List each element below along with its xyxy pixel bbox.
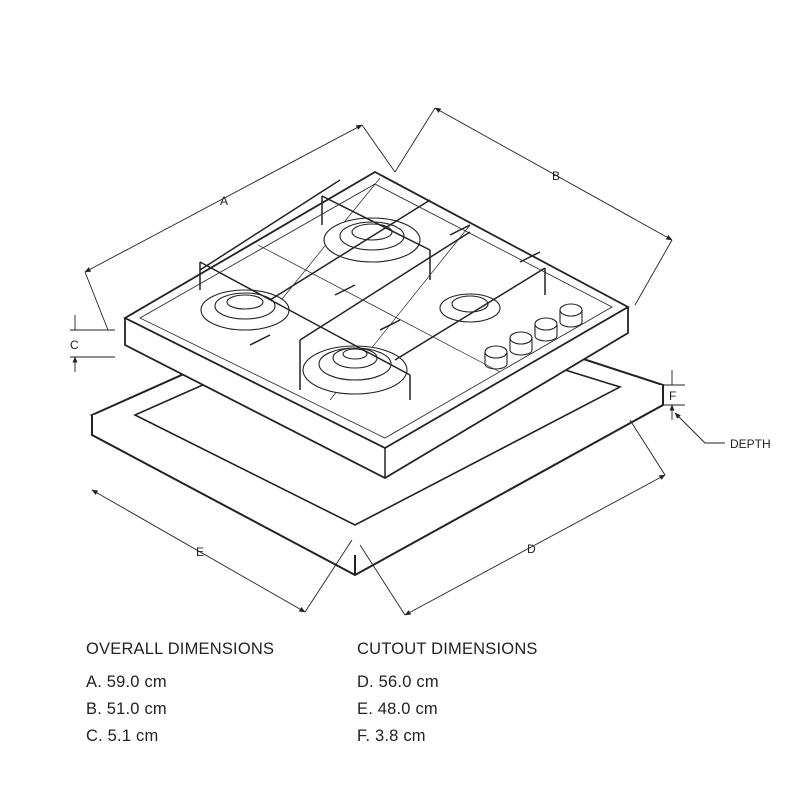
label-d: D <box>527 542 536 556</box>
dim-e <box>91 489 306 613</box>
burner-front-wok <box>302 345 408 395</box>
cutout-e: E. 48.0 cm <box>357 700 438 718</box>
knob-3 <box>534 317 558 342</box>
label-depth: DEPTH <box>730 437 771 451</box>
knob-2 <box>509 331 533 356</box>
cutout-f: F. 3.8 cm <box>357 727 426 745</box>
knob-1 <box>484 345 508 370</box>
burner-rear-left <box>323 217 421 263</box>
overall-a: A. 59.0 cm <box>86 673 167 691</box>
dim-d <box>404 474 666 616</box>
label-b: B <box>552 169 560 183</box>
label-a: A <box>220 194 228 208</box>
cutout-title: CUTOUT DIMENSIONS <box>357 640 538 658</box>
dimension-lines <box>70 107 725 616</box>
label-e: E <box>196 545 204 559</box>
label-f: F <box>669 389 676 403</box>
dimension-labels: A B C E D F DEPTH <box>70 169 771 559</box>
overall-c: C. 5.1 cm <box>86 727 159 745</box>
overall-b: B. 51.0 cm <box>86 700 167 718</box>
knob-4 <box>559 303 583 328</box>
cutout-d: D. 56.0 cm <box>357 673 439 691</box>
control-knobs <box>484 303 583 370</box>
label-c: C <box>70 338 79 352</box>
burner-front-left <box>200 289 290 331</box>
overall-title: OVERALL DIMENSIONS <box>86 640 275 658</box>
dim-b <box>434 107 673 241</box>
dim-a <box>84 124 363 273</box>
overall-dimensions: OVERALL DIMENSIONS A. 59.0 cm B. 51.0 cm… <box>86 636 274 750</box>
cutout-dimensions: CUTOUT DIMENSIONS D. 56.0 cm E. 48.0 cm … <box>357 636 538 750</box>
burner-right-small <box>439 293 501 323</box>
